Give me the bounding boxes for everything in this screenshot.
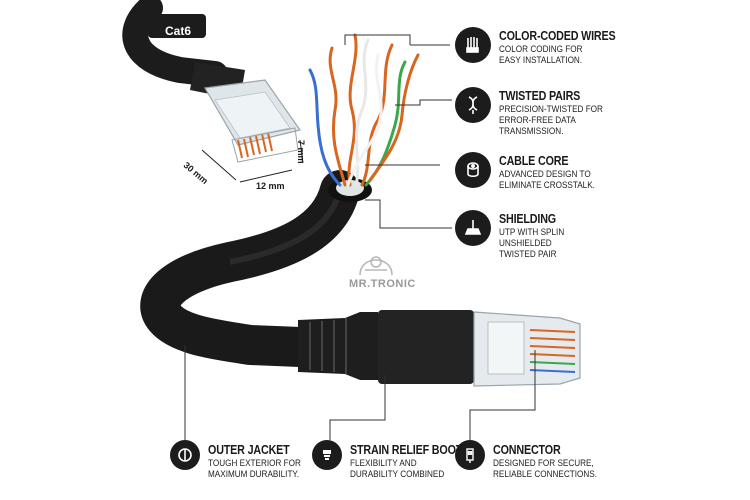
feature-title: CONNECTOR [493, 443, 561, 457]
connector-housing [378, 310, 474, 384]
feature-title: OUTER JACKET [208, 443, 290, 457]
leader-lines [184, 44, 536, 440]
cable-core-icon [455, 152, 491, 188]
dim-line-width [239, 169, 293, 183]
feature-title: CABLE CORE [499, 154, 569, 168]
feature-description: ADVANCED DESIGN TO ELIMINATE CROSSTALK. [499, 169, 595, 191]
connector-icon [455, 440, 485, 470]
top-cable [122, 0, 228, 87]
dim-line-height [299, 139, 304, 164]
dim-height: 7 mm [296, 140, 306, 164]
top-rj45-connector [204, 79, 301, 163]
cat6-label-tag [148, 14, 206, 38]
feature-title: SHIELDING [499, 212, 556, 226]
feature-description: PRECISION-TWISTED FOR ERROR-FREE DATA TR… [499, 104, 603, 137]
brand-logo [359, 256, 393, 276]
feature-title: TWISTED PAIRS [499, 89, 581, 103]
bottom-rj45-connector [473, 311, 581, 387]
shielding-icon [455, 210, 491, 246]
feature-description: UTP WITH SPLIN UNSHIELDED TWISTED PAIR [499, 227, 565, 260]
feature-description: FLEXIBILITY AND DURABILITY COMBINED [350, 458, 445, 480]
feature-description: TOUGH EXTERIOR FOR MAXIMUM DURABILITY. [208, 458, 301, 480]
boot-ribs [309, 318, 347, 374]
dim-width: 12 mm [256, 181, 285, 191]
brand-watermark: MR.TRONIC [349, 278, 416, 290]
cat6-label: Cat6 [165, 24, 192, 38]
exposed-wires [308, 33, 420, 187]
feature-title: COLOR-CODED WIRES [499, 29, 616, 43]
dim-line-length [201, 149, 237, 181]
twisted-pair-icon [455, 87, 491, 123]
wire-bundle-icon [455, 27, 491, 63]
wires-bracket [344, 34, 411, 45]
strain-relief-icon [312, 440, 342, 470]
feature-description: DESIGNED FOR SECURE, RELIABLE CONNECTION… [493, 458, 597, 480]
feature-title: STRAIN RELIEF BOOT [350, 443, 463, 457]
strain-relief-boot [298, 312, 378, 380]
feature-description: COLOR CODING FOR EASY INSTALLATION. [499, 44, 583, 66]
outer-jacket-icon [170, 440, 200, 470]
